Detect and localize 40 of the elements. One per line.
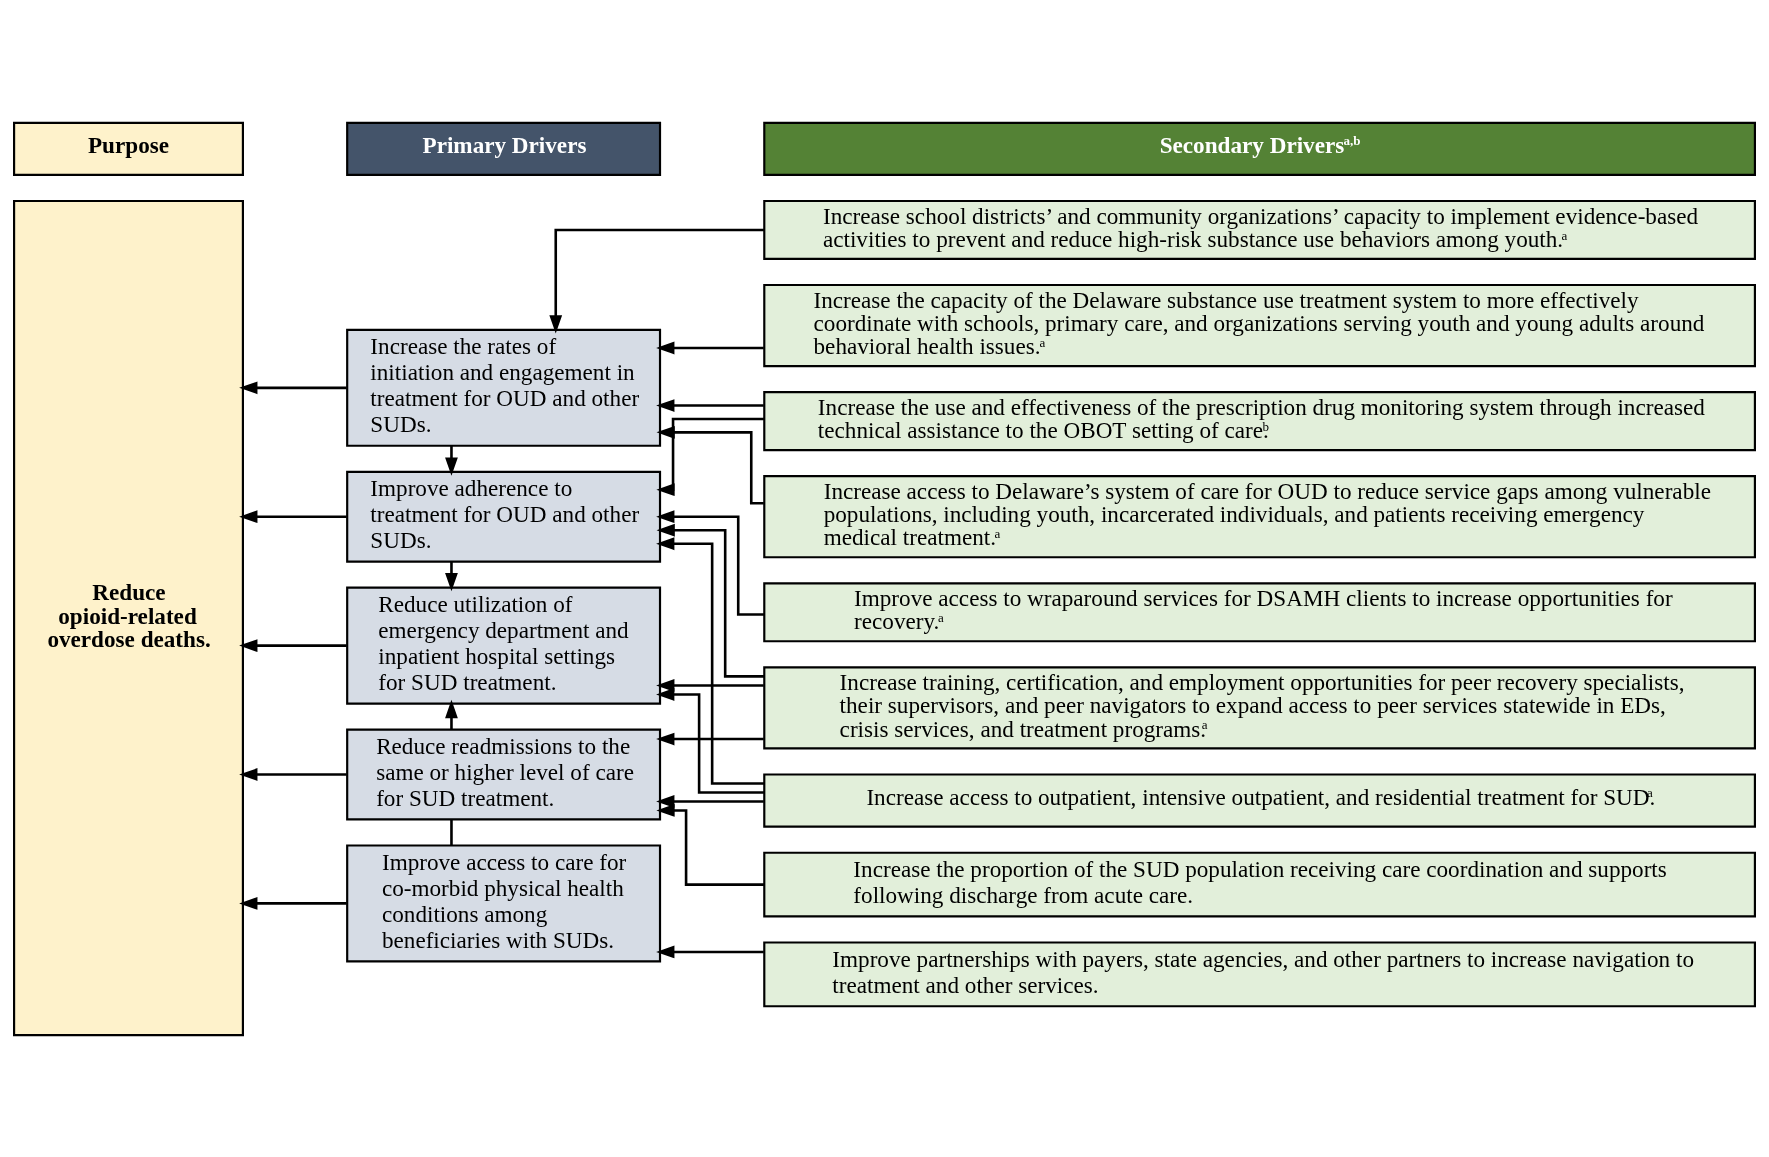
arrow [656,398,764,412]
arrow [656,732,764,745]
arrow [445,699,458,729]
arrow [445,445,458,476]
arrow [656,945,764,958]
node-box: Reduce opioid-related overdose deaths. [13,199,244,1036]
node-box: Reduce utilization of emergency department and inpatient hospital settings for SUD treatment. [346,586,662,705]
arrow [656,341,764,354]
arrow [239,896,347,910]
arrow [656,536,765,785]
node-box: Increase access to Delaware’s system of care for OUD to reduce service gaps among vulnerable populations, including youth, incarcerated individuals, and patients receiving emergency medical treatment.$^{a}$ [763,474,1756,558]
arrow [656,417,765,496]
node-box: Increase training, certification, and employment opportunities for peer recovery specialists, their supervisors, and peer navigators to expand access to peer services statewide in EDs, crisis services, and treatment programs.$^{a}$ [763,665,1756,750]
node-box: Purpose [13,121,244,176]
node-box: Increase school districts’ and community organizations’ capacity to implement evidence-based activities to prevent and reduce high-risk substance use behaviors among youth.$^{a}$ [763,199,1756,260]
arrow [239,638,347,652]
arrow [656,509,765,616]
node-box: Increase the proportion of the SUD population receiving care coordination and supports following discharge from acute care. [763,851,1756,918]
node-box: Improve partnerships with payers, state agencies, and other partners to increase navigation to treatment and other services. [763,940,1756,1007]
node-box: Increase the capacity of the Delaware substance use treatment system to more effectively coordinate with schools, primary care, and organizations serving youth and young adults around behavioral health issues.$^{a}$ [763,283,1756,367]
node-box: Improve access to wraparound services for DSAMH clients to increase opportunities for recovery.$^{a}$ [763,581,1756,642]
arrow [656,687,764,794]
node-box: Reduce readmissions to the same or higher level of care for SUD treatment. [346,728,662,820]
node-box: Increase the use and effectiveness of the prescription drug monitoring system through increased technical assistance to the OBOT setting of care.$^{b}$ [763,390,1756,451]
arrow [239,509,347,523]
node-box: Increase the rates of initiation and engagement in treatment for OUD and other SUDs. [346,328,662,447]
arrow [656,794,764,808]
arrow [656,803,765,886]
node-box: Improve adherence to treatment for OUD and other SUDs. [346,470,662,563]
arrow [445,561,458,591]
arrow [656,523,765,678]
arrow [239,767,347,781]
arrow [549,228,765,333]
node-box: Primary Drivers [346,121,662,176]
arrow [656,678,764,692]
arrow [239,380,347,394]
connector [450,819,453,845]
node-box: Secondary Drivers$^{a,b}$ [763,121,1756,176]
node-box: Improve access to care for co-morbid physical health conditions among beneficiaries with SUDs. [346,843,662,962]
arrow [656,425,764,504]
